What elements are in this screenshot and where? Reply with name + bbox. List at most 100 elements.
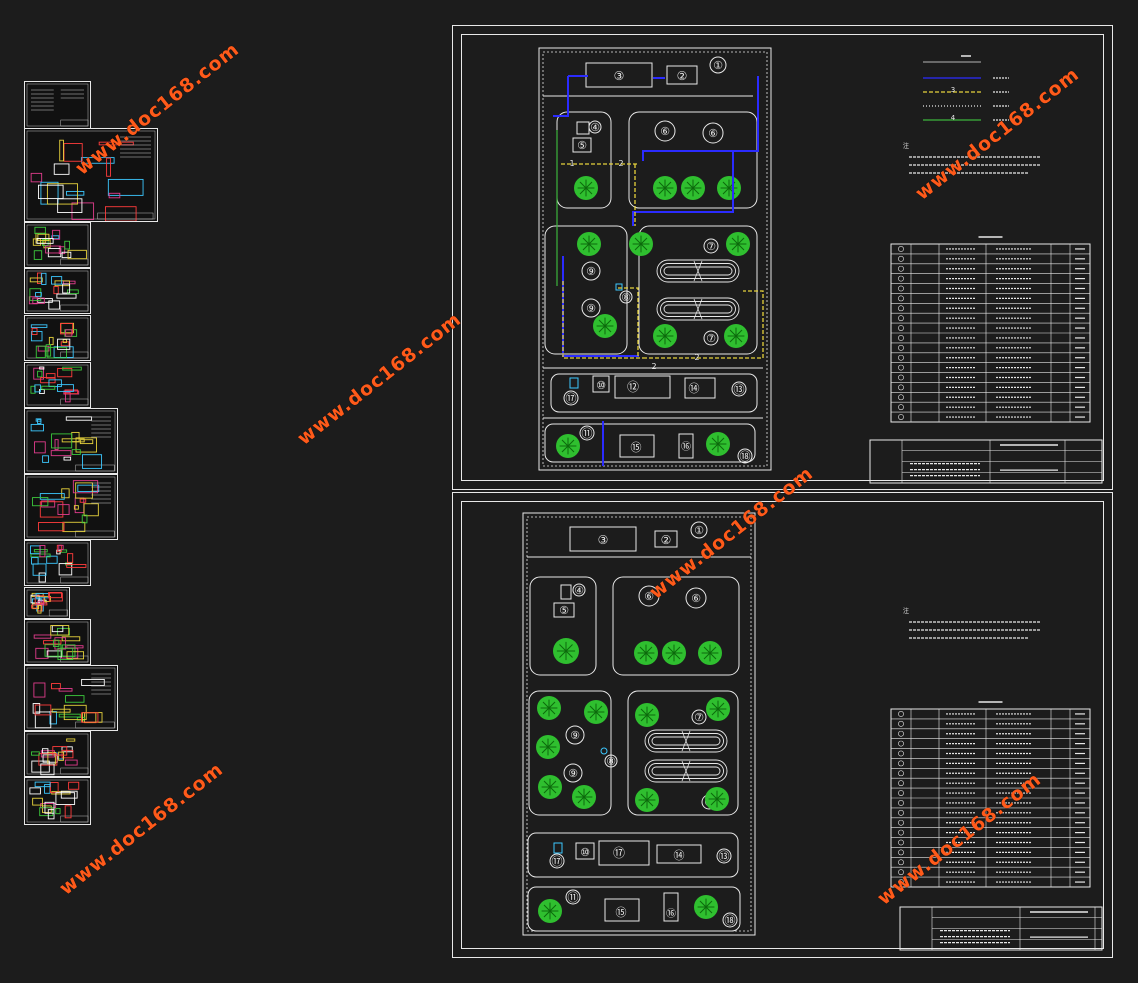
building-12 [614,375,671,399]
tree-pattern [632,235,650,253]
thumb-shape [62,283,71,294]
unit-circle [565,889,581,905]
table-index [898,275,904,282]
oxidation-ditch-rotor [681,760,691,782]
thumbnail-sheet-9[interactable] [24,540,91,586]
drawing-sheet-bottom[interactable]: ③②①④⑤⑥⑥⑦⑦⑧⑨⑨⑩⑰⑭⑬⑰⑪⑮⑯⑱注 [452,492,1113,958]
thumb-shape [30,423,44,432]
thumbnail-sheet-5[interactable] [24,315,91,361]
thumbnail-preview [26,364,89,406]
thumb-shape [58,544,64,551]
thumb-titleblock [60,119,89,127]
thumbnail-preview [26,542,89,584]
tree-pattern [596,317,614,335]
table-index [898,344,904,351]
plot-zone [527,886,741,932]
building-5 [553,602,575,618]
tree-pattern [559,437,577,455]
thumbnail-sheet-6[interactable] [24,362,91,408]
thumbnail-sheet-13[interactable] [24,731,91,777]
thumb-shape [51,708,71,713]
thumb-shape [76,716,85,721]
thumbnail-preview [26,83,89,127]
equipment-8 [600,747,608,755]
thumb-shape [61,251,72,259]
thumbnail-preview [26,130,156,221]
thumb-shape [108,192,121,199]
thumb-shape [41,805,52,813]
thumb-shape [37,600,45,606]
equipment-17 [553,842,563,854]
table-index [898,780,904,787]
thumbnail-sheet-14[interactable] [24,777,91,825]
unit-number: 3 [951,86,955,94]
thumb-shape [62,366,82,371]
thumb-shape [35,647,49,659]
thumb-shape [45,245,61,254]
unit-circle [549,853,565,869]
tree-pattern [709,700,727,718]
table-index [898,364,904,371]
table-index [898,305,904,312]
thumb-shape [50,450,72,457]
thumb-shape [58,751,64,761]
tree-pattern [540,699,558,717]
thumb-shape [52,746,68,756]
thumb-shape [48,300,61,310]
building-15 [619,434,655,458]
thumb-shape [57,338,71,350]
oxidation-ditch [648,763,724,779]
thumb-shape [33,634,52,639]
oxidation-ditch [656,297,740,321]
building-14 [684,377,716,399]
thumbnail-cover[interactable] [24,81,91,129]
unit-label: ⑰ [552,855,563,868]
tree-pattern [729,235,747,253]
thumbnail-preview [26,589,68,617]
thumb-shape [71,449,81,455]
unit-circle [691,709,707,725]
thumbnail-sheet-10[interactable] [24,587,70,619]
unit-circle [619,290,633,304]
table-index [898,315,904,322]
unit-circle [722,912,738,928]
thumb-shape [66,564,87,568]
thumb-titleblock [97,212,154,220]
table-index [898,335,904,341]
unit-label: ⑨ [568,767,578,780]
unit-circle [703,330,719,346]
oxidation-ditch [663,304,733,314]
unit-number: ⑫ [627,380,639,394]
site-boundary [522,512,756,936]
thumbnail-sheet-3[interactable] [24,222,91,268]
unit-label: ⑪ [568,891,579,904]
tree-pattern [701,644,719,662]
thumbnail-process-flow[interactable] [24,128,158,222]
table-index [898,879,904,885]
unit-label: ⑦ [706,332,716,345]
unit-circle [588,120,602,134]
thumbnail-sheet-11[interactable] [24,619,91,665]
thumb-shape [52,639,60,647]
thumbnail-sheet-12[interactable] [24,665,118,731]
thumb-shape [49,782,59,794]
oxidation-ditch-rotor [693,298,703,320]
thumb-shape [53,163,70,175]
thumbnail-sheet-7[interactable] [24,408,118,474]
oxidation-ditch-rotor [681,730,691,752]
thumb-shape [64,240,70,250]
table-index [898,829,904,836]
thumb-shape [29,277,43,283]
thumb-shape [57,504,70,515]
unit-label: ⑪ [582,427,593,440]
thumbnail-sheet-4[interactable] [24,268,91,314]
thumbnail-sheet-8[interactable] [24,474,118,540]
unit-label: ⑥ [691,592,701,605]
thumb-shape [46,650,62,658]
thumb-shape [57,647,74,661]
building-15 [604,898,640,922]
thumb-shape [38,522,65,532]
thumb-shape [43,640,62,645]
tree-pattern [720,179,738,197]
